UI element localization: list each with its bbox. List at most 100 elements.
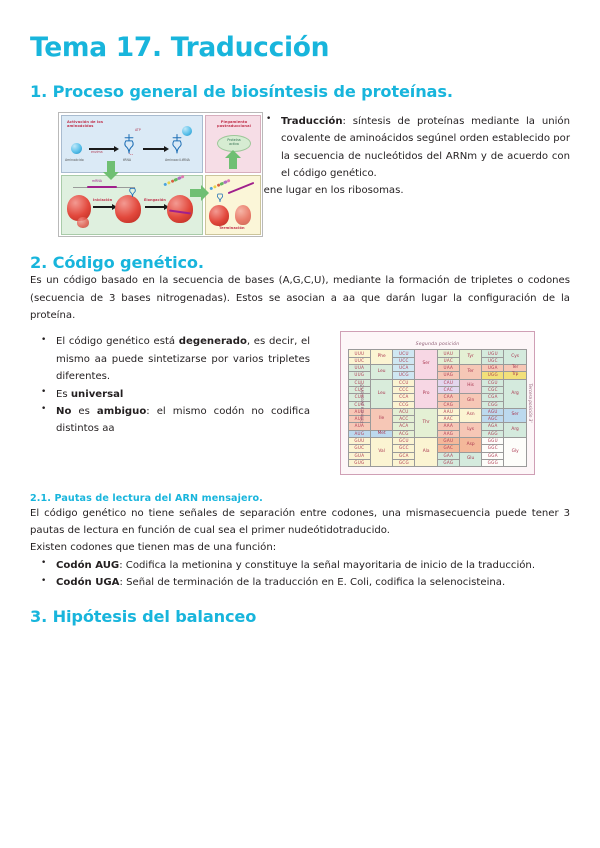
bullet-degenerado: El código genético está degenerado, es d… (41, 333, 310, 385)
gc-codon-cell: CAA (436, 393, 460, 402)
gc-codon-cell: ACU (392, 407, 416, 417)
bullet-codon-aug: Codón AUG: Codifica la metionina y const… (41, 556, 570, 574)
trna-icon-4 (215, 189, 225, 203)
gc-codon-cell: GCA (392, 451, 416, 460)
bullet-codon-uga: Codón UGA: Señal de terminación de la tr… (41, 574, 570, 591)
gc-codon-cell: CAC (436, 385, 460, 395)
bullet-codon-aug-text: : Codifica la metionina y constituye la … (119, 559, 536, 571)
arrow-activation-2 (143, 145, 169, 151)
section-2-1-bullet-list: Codón AUG: Codifica la metionina y const… (30, 556, 570, 592)
gc-aminoacid-cell: Phe (369, 349, 394, 366)
ribosome-3-icon (167, 194, 193, 223)
bullet-ambiguo-bold2: ambiguo (96, 405, 147, 417)
gc-aminoacid-cell: Trp (503, 371, 527, 380)
gc-codon-cell: GCG (392, 458, 416, 468)
heading-section-3: 3. Hipótesis del balanceo (30, 607, 257, 627)
gc-aminoacid-cell: Ile (369, 407, 394, 431)
gc-codon-cell: GGA (481, 451, 505, 460)
gc-codon-cell: GAA (436, 451, 460, 460)
gc-codon-cell: GGG (481, 458, 505, 468)
gc-aminoacid-cell: Lys (458, 422, 483, 438)
arrow-iniciacion (93, 203, 117, 209)
gc-aminoacid-cell: Ter (458, 364, 483, 380)
gc-aminoacid-cell: Ala (414, 436, 438, 468)
label-terminacion: Terminación (219, 225, 245, 230)
bullet-degenerado-bold: degenerado (178, 336, 247, 348)
gc-aminoacid-cell: Met (369, 429, 394, 439)
bullet-degenerado-pre: El código genético está (56, 336, 179, 348)
gc-label-tercera-posicion: Tercera posición 3' (527, 383, 533, 423)
gc-aminoacid-cell: Arg (503, 378, 527, 409)
ribosome-1-icon (67, 194, 91, 221)
gc-aminoacid-cell: Tyr (458, 349, 483, 366)
gc-codon-cell: AGA (481, 422, 505, 431)
gc-codon-cell: AUC (348, 415, 371, 424)
trna-icon-3 (127, 183, 138, 198)
gc-codon-cell: UAU (436, 349, 460, 358)
gc-codon-cell: CCC (392, 385, 416, 395)
heading-section-2: 2. Código genético. (30, 252, 204, 272)
gc-codon-cell: GGU (481, 436, 505, 446)
gc-codon-cell: GCC (392, 444, 416, 453)
gc-codon-cell: UCC (392, 356, 416, 366)
bullet-traduccion-text: : síntesis de proteínas mediante la unió… (281, 115, 570, 179)
gc-codon-cell: CGC (481, 385, 505, 395)
gc-codon-cell: UCU (392, 349, 416, 358)
gc-aminoacid-cell: Gln (458, 393, 483, 409)
gc-aminoacid-cell: Asn (458, 407, 483, 424)
section-1-text: Traducción: síntesis de proteínas median… (242, 112, 570, 200)
bullet-universal-pre: Es (56, 388, 71, 400)
gc-codon-cell: AUU (348, 407, 371, 417)
gc-codon-cell: UUA (348, 363, 371, 373)
ribosome-1-sub (77, 216, 89, 228)
gc-codon-cell: ACA (392, 422, 416, 431)
trna-icon-1 (121, 133, 137, 155)
gc-codon-cell: GAG (436, 458, 460, 468)
gc-aminoacid-cell: Gly (503, 436, 527, 468)
gc-codon-cell: UGA (481, 363, 505, 373)
gc-aminoacid-cell: Ser (503, 407, 527, 424)
label-aminoacido: Aminoácido (65, 157, 84, 162)
gc-codon-cell: ACC (392, 415, 416, 424)
ribosome-4-icon (209, 204, 229, 226)
section-2-1-paragraph: El código genético no tiene señales de s… (30, 507, 570, 537)
mrna-strand (87, 185, 117, 188)
bullet-ambiguo-post: : el mismo codón no codifica distintos a… (56, 405, 311, 435)
gc-codon-cell: CUG (348, 400, 371, 409)
gc-codon-cell: UUU (348, 349, 371, 358)
gc-codon-cell: UGG (481, 371, 505, 380)
section-2-1-paragraph-2: Existen codones que tienen mas de una fu… (30, 542, 277, 554)
heading-section-2-1: 2.1. Pautas de lectura del ARN mensajero… (30, 493, 263, 505)
ribosome-5-icon (235, 204, 251, 225)
bullet-codon-aug-bold: Codón AUG (56, 559, 120, 571)
gc-codon-cell: GUU (348, 436, 371, 446)
gc-codon-cell: GGC (481, 444, 505, 453)
section-2-bullet-list: El código genético está degenerado, es d… (30, 333, 310, 437)
gc-codon-cell: UCG (392, 371, 416, 380)
aminoacid-sphere-icon (71, 142, 82, 154)
label-atp: ATP (135, 127, 141, 132)
label-iniciacion: Iniciación (93, 197, 113, 202)
bullet-universal: Es universal (41, 385, 310, 403)
gc-aminoacid-cell: Pro (414, 378, 438, 409)
gc-codon-cell: AGG (481, 429, 505, 439)
bullet-traduccion: Traducción: síntesis de proteínas median… (266, 112, 570, 182)
bullet-ambiguo: No es ambiguo: el mismo codón no codific… (41, 402, 311, 438)
gc-aminoacid-cell: Cys (503, 349, 527, 366)
